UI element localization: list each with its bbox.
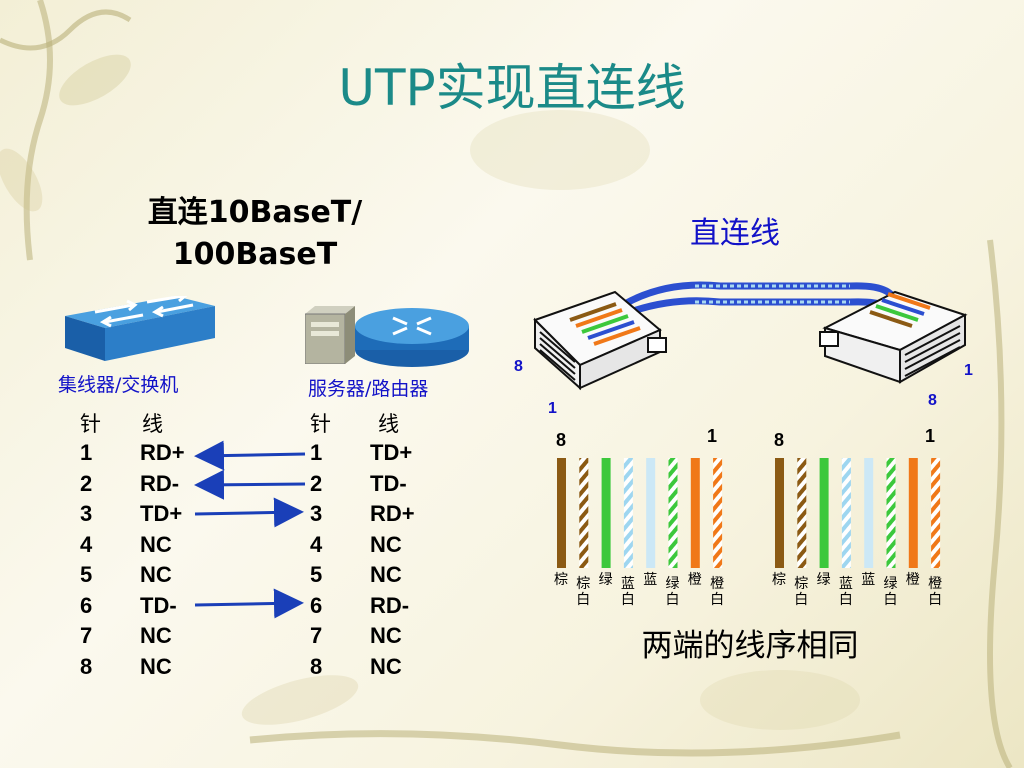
left-signal-1: RD+	[140, 440, 185, 465]
rj45-cable-illustration	[533, 281, 968, 391]
wire-1-5	[646, 458, 656, 568]
wire-label-1-3: 绿	[598, 572, 613, 588]
wire-2-7	[908, 458, 918, 568]
wire-label-2-3: 绿	[816, 572, 831, 588]
router-icon	[355, 308, 469, 367]
switch-icon	[65, 296, 215, 361]
right-pin-5: 5	[310, 562, 323, 587]
wire-1-3	[601, 458, 611, 568]
arrow-td-plus	[194, 497, 304, 528]
wire-label-2-6: 绿白	[883, 576, 898, 608]
right-signal-3: RD+	[370, 501, 415, 526]
right-signal-6: RD-	[370, 592, 410, 618]
wire-label-2-2: 棕白	[794, 576, 809, 608]
left-pin-2: 2	[80, 470, 93, 496]
wire-2-4	[841, 458, 851, 568]
subtitle-line-1: 直连10BaseT/	[147, 195, 363, 230]
arrow-rd-plus	[194, 440, 306, 471]
left-rj45-connector	[533, 290, 667, 391]
left-subtitle: 直连10BaseT/ 100BaseT	[120, 192, 390, 276]
left-signal-8: NC	[140, 653, 172, 679]
left-pin-7: 7	[80, 623, 93, 648]
wire-label-1-4: 蓝白	[620, 576, 635, 608]
wire-2-8	[931, 458, 941, 568]
right-signal-8: NC	[370, 653, 402, 679]
wire-label-2-8: 橙白	[928, 576, 943, 608]
right-signal-1: TD+	[370, 440, 413, 465]
left-connector-pin-8: 8	[514, 358, 523, 375]
wire-label-2-4: 蓝白	[838, 576, 853, 608]
wire-label-1-1: 棕	[554, 572, 568, 588]
right-connector-pin-8: 8	[928, 392, 937, 409]
right-signal-7: NC	[370, 623, 402, 648]
right-signal-2: TD-	[370, 470, 407, 496]
left-signal-3: TD+	[140, 501, 183, 526]
right-signal-5: NC	[370, 562, 402, 587]
right-connector-pin-1: 1	[964, 362, 973, 379]
server-router-label: 服务器/路由器	[308, 378, 429, 400]
left-signal-6: TD-	[140, 592, 177, 618]
left-signal-4: NC	[140, 531, 172, 557]
right-pin-1: 1	[310, 440, 323, 465]
wire-2-5	[864, 458, 874, 568]
right-pin-7: 7	[310, 623, 323, 648]
right-pin-8: 8	[310, 653, 323, 679]
right-pin-3: 3	[310, 501, 323, 526]
left-signal-2: RD-	[140, 470, 180, 496]
group-2-end-8: 8	[774, 430, 785, 450]
wire-label-1-6: 绿白	[665, 576, 680, 608]
wire-label-2-5: 蓝	[861, 572, 876, 588]
page-title: UTP实现直连线	[338, 59, 686, 117]
left-signal-7: NC	[140, 623, 172, 648]
wire-label-1-8: 橙白	[710, 576, 725, 608]
switch-label: 集线器/交换机	[58, 374, 179, 396]
group-1-end-8: 8	[556, 430, 567, 450]
left-pin-3: 3	[80, 501, 93, 526]
wire-2-6	[886, 458, 896, 568]
group-2-end-1: 1	[925, 426, 936, 446]
wire-1-7	[690, 458, 700, 568]
server-icon	[305, 306, 355, 364]
wire-2-3	[819, 458, 829, 568]
right-rj45-connector	[819, 290, 968, 384]
wire-label-2-7: 橙	[905, 572, 920, 588]
right-header-wire: 线	[378, 412, 399, 436]
right-pin-6: 6	[310, 592, 323, 618]
left-pin-5: 5	[80, 562, 93, 587]
wire-1-1	[557, 458, 566, 568]
right-header-pin: 针	[310, 412, 331, 436]
subtitle-line-2: 100BaseT	[172, 237, 338, 272]
wire-1-2	[579, 458, 589, 568]
arrow-rd-minus	[194, 469, 306, 500]
arrow-td-minus	[194, 588, 304, 619]
wire-label-2-1: 棕	[772, 572, 786, 588]
wire-label-1-2: 棕白	[576, 576, 591, 608]
left-signal-5: NC	[140, 562, 172, 587]
right-pin-4: 4	[310, 531, 323, 557]
left-pin-8: 8	[80, 653, 93, 679]
right-pin-2: 2	[310, 470, 323, 496]
wire-2-2	[797, 458, 807, 568]
wire-1-6	[668, 458, 678, 568]
wire-label-1-5: 蓝	[643, 572, 658, 588]
left-pin-1: 1	[80, 440, 93, 465]
right-signal-4: NC	[370, 531, 402, 557]
wire-2-1	[775, 458, 784, 568]
wire-label-1-7: 橙	[687, 572, 702, 588]
wire-1-4	[623, 458, 633, 568]
left-connector-pin-1: 1	[548, 400, 557, 417]
caption: 两端的线序相同	[641, 628, 859, 664]
right-diagram-title: 直连线	[690, 216, 780, 251]
left-header-pin: 针	[80, 412, 101, 436]
left-pin-4: 4	[80, 531, 93, 557]
left-pin-6: 6	[80, 592, 93, 618]
group-1-end-1: 1	[707, 426, 718, 446]
left-header-wire: 线	[142, 412, 163, 436]
wire-1-8	[713, 458, 723, 568]
